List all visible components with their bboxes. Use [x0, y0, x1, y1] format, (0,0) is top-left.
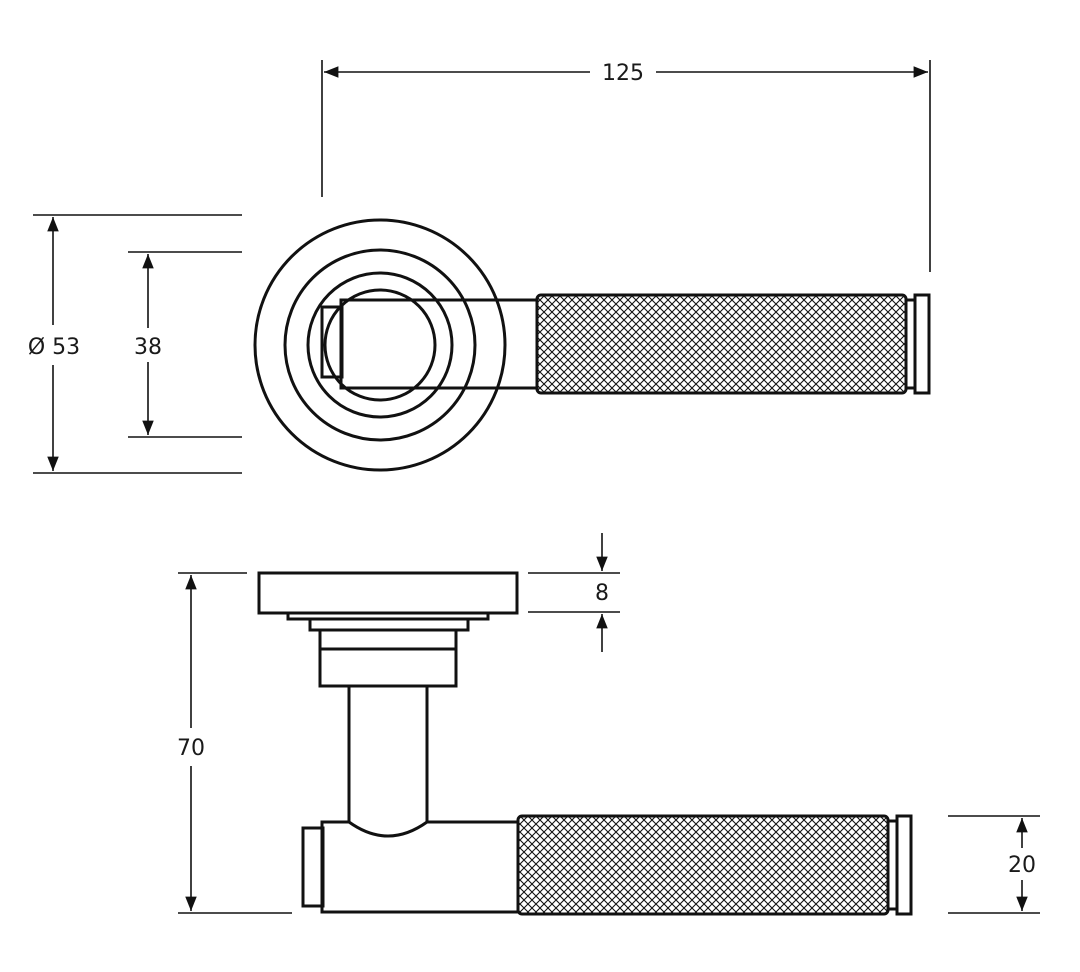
- end-cap: [913, 293, 931, 395]
- rose-middle-ring: [283, 248, 477, 442]
- spindle-collar: [318, 647, 458, 688]
- rose-plate: [257, 571, 519, 615]
- dimension-projection-label: 70: [177, 736, 205, 761]
- dimension-thickness-label: 8: [595, 581, 609, 606]
- side-hub-cap: [301, 826, 325, 908]
- dimension-length-label: 125: [602, 61, 644, 86]
- rose-core-ring: [323, 288, 437, 402]
- side-view: 8 70 20: [177, 533, 1040, 916]
- rose-inner-ring: [306, 271, 454, 419]
- knurled-grip: [535, 293, 908, 395]
- dimension-inner-label: 38: [134, 335, 162, 360]
- dimension-diameter-label: Ø 53: [28, 335, 80, 360]
- rose-step-2: [308, 617, 470, 632]
- rose-step-3: [318, 628, 458, 651]
- side-knurled-grip: [516, 814, 890, 916]
- lever-neck-profile: [320, 684, 520, 914]
- top-view: 125 Ø 53 38: [28, 60, 931, 474]
- lever-neck: [339, 298, 539, 390]
- neck-curve: [348, 820, 428, 838]
- rose-outer-ring: [253, 218, 507, 472]
- side-end-cap: [895, 814, 913, 916]
- dimension-lever-label: 20: [1008, 853, 1036, 878]
